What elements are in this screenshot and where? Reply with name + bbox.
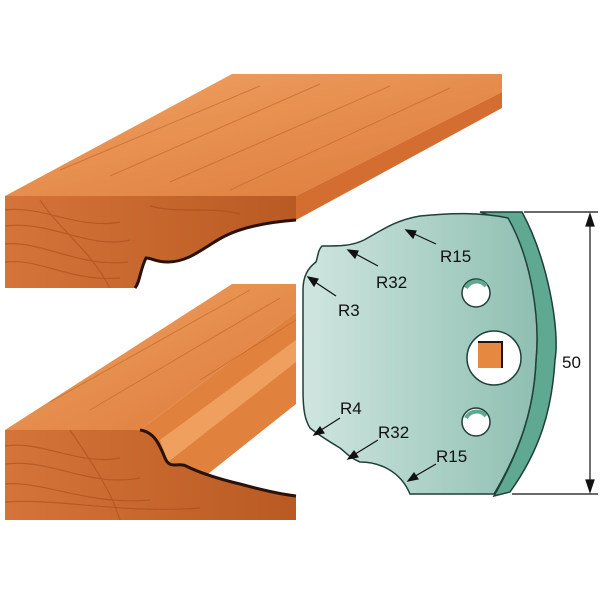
lower-board-profile-line bbox=[139, 428, 297, 498]
upper-board-top-surface bbox=[5, 74, 502, 196]
lower-wood-board bbox=[4, 284, 297, 521]
label-bottom-r32: R32 bbox=[378, 423, 409, 442]
upper-board-profile-line bbox=[133, 218, 297, 289]
label-bottom-r4: R4 bbox=[340, 399, 362, 418]
lower-board-grain bbox=[4, 429, 201, 521]
profile-knife bbox=[302, 211, 557, 498]
lower-board-molded-highlight bbox=[160, 340, 296, 462]
upper-board-side bbox=[296, 92, 502, 220]
lower-board-top-surface bbox=[5, 284, 296, 430]
height-label: 50 bbox=[562, 353, 581, 372]
label-top-r32: R32 bbox=[376, 273, 407, 292]
upper-board-end-face bbox=[5, 196, 296, 288]
radius-leaders bbox=[306, 229, 437, 482]
upper-board-grain bbox=[4, 199, 241, 289]
label-top-r15: R15 bbox=[440, 247, 471, 266]
upper-board-top-grain bbox=[59, 83, 451, 191]
knife-center-slot bbox=[478, 342, 502, 368]
label-top-r3: R3 bbox=[338, 301, 360, 320]
label-bottom-r15: R15 bbox=[436, 447, 467, 466]
lower-board-top-grain bbox=[49, 289, 297, 411]
height-dimension bbox=[512, 211, 598, 495]
knife-mounting-holes bbox=[461, 278, 522, 437]
upper-wood-board bbox=[4, 74, 502, 289]
lower-board-end-face bbox=[5, 430, 296, 520]
